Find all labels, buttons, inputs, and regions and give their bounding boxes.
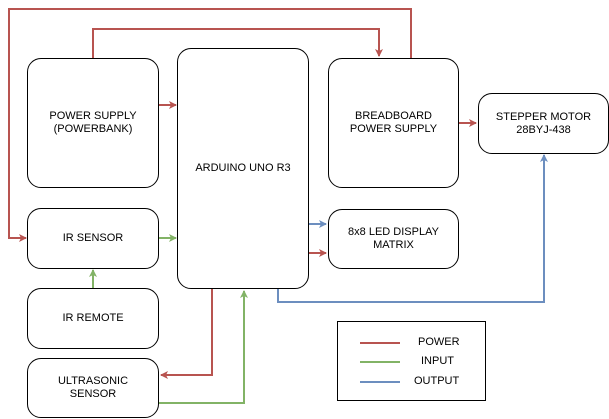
led-matrix-block: 8x8 LED DISPLAY MATRIX (328, 209, 459, 269)
ultrasonic-block: ULTRASONIC SENSOR (27, 358, 159, 418)
legend-swatches (360, 342, 400, 383)
wire-breadboard-to-ir-sensor (8, 8, 412, 242)
legend-input-label: INPUT (421, 355, 454, 367)
legend-power-label: POWER (418, 336, 460, 348)
ir-remote-block: IR REMOTE (27, 288, 159, 349)
breadboard-block: BREADBOARD POWER SUPPLY (328, 58, 459, 188)
wire-powersupply-to-breadboard (92, 28, 383, 58)
stepper-block: STEPPER MOTOR 28BYJ-438 (478, 93, 609, 154)
ir-sensor-block: IR SENSOR (27, 208, 159, 269)
legend: POWER INPUT OUTPUT (337, 321, 486, 401)
legend-output-label: OUTPUT (414, 375, 460, 387)
wire-ultrasonic-to-arduino (159, 290, 248, 404)
power-supply-block: POWER SUPPLY (POWERBANK) (27, 58, 159, 188)
wire-arduino-to-stepper (277, 154, 548, 303)
wire-arduino-to-ultrasonic (160, 289, 213, 379)
arduino-block: ARDUINO UNO R3 (177, 48, 309, 289)
